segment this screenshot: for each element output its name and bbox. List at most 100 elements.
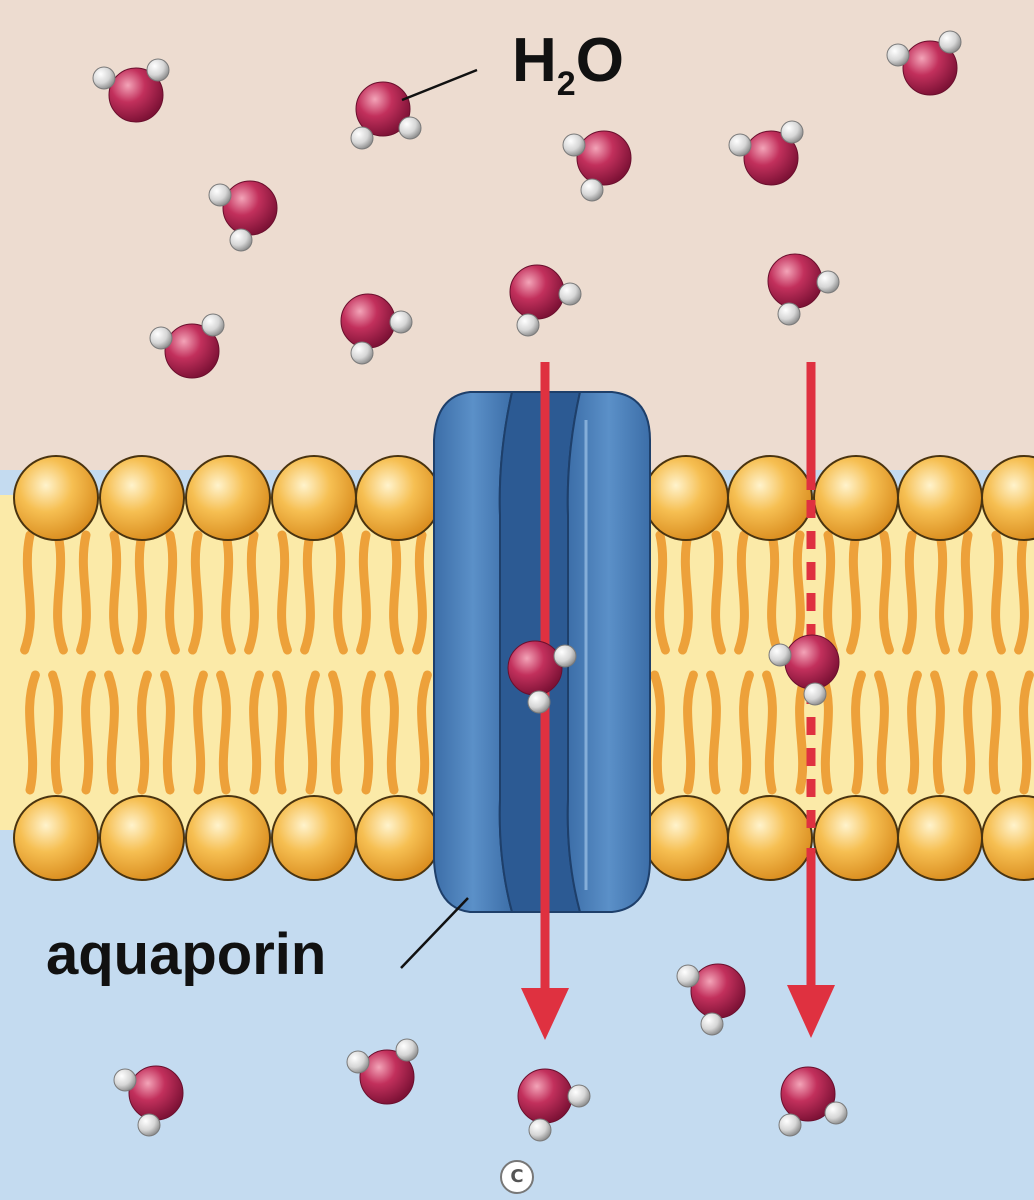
lipid-tail <box>790 530 805 655</box>
water-molecule-icon <box>562 130 632 202</box>
water-molecule-icon <box>728 120 804 186</box>
lipid-head <box>897 455 983 541</box>
lipid-head <box>355 455 441 541</box>
lipid-tail <box>823 530 838 655</box>
water-molecule-icon <box>208 180 278 252</box>
water-molecule-icon <box>340 293 413 365</box>
hydrogen-atom <box>803 682 827 706</box>
lipid-tail <box>1019 670 1034 795</box>
oxygen-atom <box>164 323 220 379</box>
lipid-head <box>13 455 99 541</box>
lipid-head <box>13 795 99 881</box>
hydrogen-atom <box>824 1101 848 1125</box>
lipid-tail <box>305 670 320 795</box>
oxygen-atom <box>359 1049 415 1105</box>
water-molecule-icon <box>767 253 840 326</box>
lipid-tail <box>25 670 40 795</box>
lipid-tail <box>109 530 124 655</box>
lipid-tail <box>963 670 978 795</box>
lipid-tail <box>104 670 119 795</box>
lipid-tail <box>767 530 782 655</box>
lipid-tail <box>188 530 203 655</box>
hydrogen-atom <box>700 1012 724 1036</box>
hydrogen-atom <box>398 116 422 140</box>
water-molecule-icon <box>517 1068 591 1142</box>
hydrogen-atom <box>728 133 752 157</box>
lipid-head <box>185 795 271 881</box>
lipid-head <box>185 455 271 541</box>
lipid-tail <box>76 530 91 655</box>
water-molecule-icon <box>778 1066 848 1137</box>
hydrogen-atom <box>113 1068 137 1092</box>
lipid-tail <box>389 530 404 655</box>
water-molecule-icon <box>92 58 170 123</box>
lipid-tail <box>361 670 376 795</box>
lipid-tail <box>795 670 810 795</box>
oxygen-atom <box>222 180 278 236</box>
lipid-tail <box>160 670 175 795</box>
aquaporin-right-subunit <box>566 391 651 913</box>
h2o-leader-line <box>401 68 478 102</box>
lipid-tail <box>739 670 754 795</box>
water-molecule-icon <box>768 634 840 706</box>
water-molecule-icon <box>149 313 225 379</box>
hydrogen-atom <box>938 30 962 54</box>
lipid-tail <box>991 530 1006 655</box>
oxygen-atom <box>340 293 396 349</box>
lipid-tail <box>356 530 371 655</box>
lipid-head <box>99 795 185 881</box>
water-molecule-icon <box>509 264 582 337</box>
lipid-heads <box>13 455 1034 881</box>
water-molecule-icon <box>346 1038 419 1105</box>
oxygen-atom <box>784 634 840 690</box>
lipid-tail <box>249 670 264 795</box>
hydrogen-atom <box>350 341 374 365</box>
oxygen-atom <box>128 1065 184 1121</box>
lipid-head <box>897 795 983 881</box>
lipid-head <box>727 795 813 881</box>
copyright-icon: C <box>500 1160 534 1194</box>
lipid-tail <box>81 670 96 795</box>
hydrogen-atom <box>92 66 116 90</box>
hydrogen-atom <box>350 126 374 150</box>
hydrogen-atom <box>567 1084 591 1108</box>
h2o-label: H2O <box>512 30 624 102</box>
lipid-head <box>99 455 185 541</box>
lipid-tail <box>930 670 945 795</box>
oxygen-atom <box>743 130 799 186</box>
lipid-tail <box>272 670 287 795</box>
lipid-tail <box>221 530 236 655</box>
hydrogen-atom <box>389 310 413 334</box>
lipid-tail <box>244 530 259 655</box>
h2o-letter-h: H <box>512 26 557 95</box>
hydrogen-atom <box>201 313 225 337</box>
lipid-head <box>813 455 899 541</box>
lipid-tail <box>655 530 670 655</box>
lipid-head <box>813 795 899 881</box>
lipid-head <box>355 795 441 881</box>
lipid-tail <box>935 530 950 655</box>
hydrogen-atom <box>229 228 253 252</box>
lipid-tail <box>986 670 1001 795</box>
hydrogen-atom <box>562 133 586 157</box>
lipid-tail <box>879 530 894 655</box>
oxygen-atom <box>507 640 563 696</box>
hydrogen-atom <box>816 270 840 294</box>
lipid-head <box>643 795 729 881</box>
lipid-tail <box>193 670 208 795</box>
lipid-tail <box>683 670 698 795</box>
lipid-tail <box>958 530 973 655</box>
hydrogen-atom <box>553 644 577 668</box>
hydrogen-atom <box>528 1118 552 1142</box>
lipid-tail <box>333 530 348 655</box>
lipid-tail <box>20 530 35 655</box>
aquaporin-leader-line <box>400 897 469 969</box>
water-molecule-icon <box>113 1065 184 1137</box>
arrow-down-icon <box>787 985 835 1038</box>
lipid-tail <box>48 670 63 795</box>
oxygen-atom <box>355 81 411 137</box>
hydrogen-atom <box>527 690 551 714</box>
lipid-tail <box>818 670 833 795</box>
